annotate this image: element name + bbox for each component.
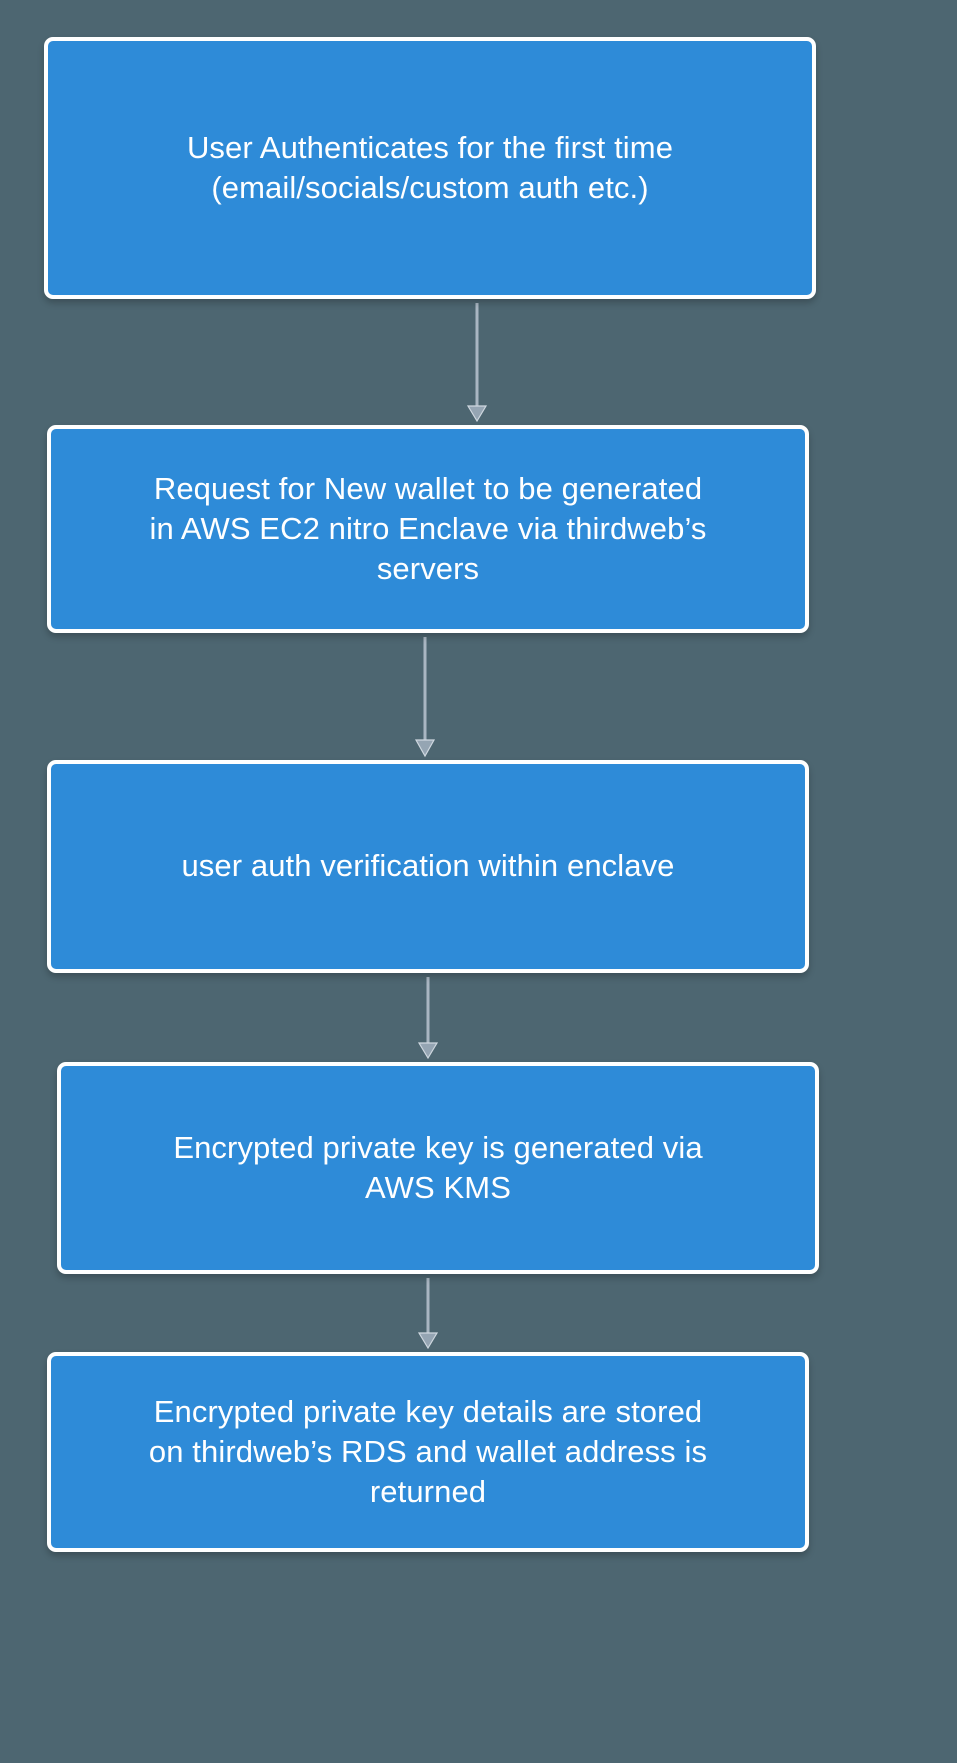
flow-node-label: Request for New wallet to be generated i… [149, 470, 707, 587]
flow-node-user-authenticates[interactable]: User Authenticates for the first time (e… [44, 37, 816, 299]
arrowhead-icon [417, 1332, 439, 1350]
flow-node-label: User Authenticates for the first time (e… [186, 129, 674, 205]
edge-node4-to-node5 [408, 1278, 448, 1350]
flow-node-key-details-stored[interactable]: Encrypted private key details are stored… [47, 1352, 809, 1552]
arrowhead-icon [417, 1042, 439, 1060]
edge-node1-to-node2 [457, 303, 497, 423]
arrowhead-icon [414, 739, 436, 758]
edge-node2-to-node3 [405, 637, 445, 758]
flow-node-request-new-wallet[interactable]: Request for New wallet to be generated i… [47, 425, 809, 633]
flow-node-label: user auth verification within enclave [181, 848, 675, 884]
edge-node3-to-node4 [408, 977, 448, 1060]
flow-node-label: Encrypted private key details are stored… [148, 1393, 708, 1510]
flow-node-user-auth-verification[interactable]: user auth verification within enclave [47, 760, 809, 973]
flow-node-label: Encrypted private key is generated via A… [173, 1129, 703, 1205]
flow-node-encrypted-key-generated[interactable]: Encrypted private key is generated via A… [57, 1062, 819, 1274]
arrowhead-icon [466, 405, 488, 423]
